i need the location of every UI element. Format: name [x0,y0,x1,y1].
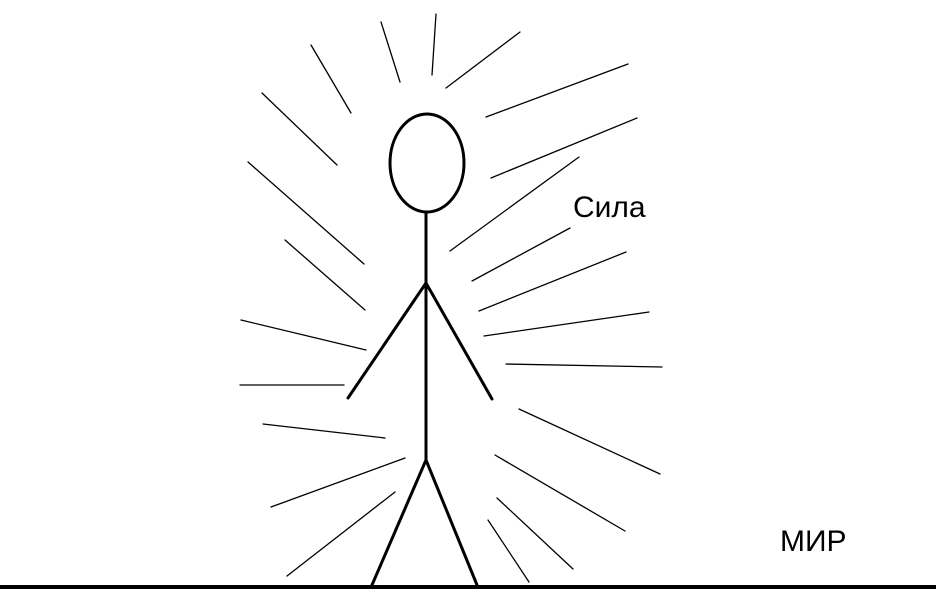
figure-right-arm [426,283,492,399]
ray [519,409,660,474]
ray [506,364,662,367]
ray [497,498,573,569]
ray [484,312,649,336]
ray [263,424,385,438]
ray [432,14,436,75]
ray [486,64,628,117]
ray [311,45,351,113]
ray [495,455,625,531]
world-label: МИР [780,527,847,557]
ray [287,492,395,576]
ray [450,157,579,251]
figure-head [390,114,464,212]
ray [285,240,365,310]
ray [248,162,364,264]
ray [381,22,400,82]
stick-figure [348,114,492,585]
figure-right-leg [426,460,477,585]
ray [488,520,529,582]
ray [472,228,570,281]
figure-left-arm [348,283,426,398]
radiance-rays [240,14,662,582]
ray [446,32,520,88]
ray [491,118,637,178]
ray [262,93,337,165]
ray [241,320,366,350]
figure-left-leg [372,460,426,585]
ray [479,252,626,311]
force-label: Сила [573,193,646,223]
